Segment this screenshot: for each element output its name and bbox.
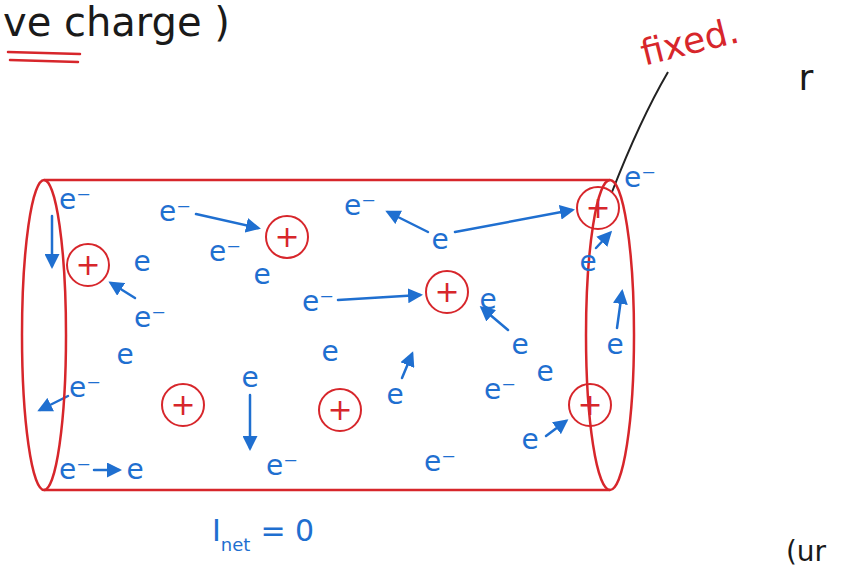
charge-underline bbox=[8, 52, 80, 62]
electron: e bbox=[253, 261, 270, 289]
current-label: Inet = 0 bbox=[212, 516, 314, 554]
electron: e bbox=[606, 331, 623, 359]
electron-arrows bbox=[40, 210, 622, 470]
electron: e⁻ bbox=[134, 304, 166, 332]
electron: e⁻ bbox=[424, 448, 456, 476]
current-text: I bbox=[212, 516, 221, 546]
ion-sign: + bbox=[577, 390, 602, 420]
electron: e bbox=[521, 426, 538, 454]
positive-ion: + bbox=[66, 243, 110, 287]
electron: e⁻ bbox=[266, 452, 298, 480]
positive-ion: + bbox=[318, 388, 362, 432]
ion-sign: + bbox=[75, 250, 100, 280]
electron: e⁻ bbox=[159, 198, 191, 226]
callout-label: fixed. bbox=[637, 13, 742, 72]
wire-cylinder: Inet= 0+++++++ bbox=[22, 180, 635, 490]
electron: e bbox=[479, 286, 496, 314]
electron: e bbox=[126, 456, 143, 484]
electron: e⁻ bbox=[209, 238, 241, 266]
leader-line bbox=[612, 72, 668, 192]
electron: e bbox=[386, 381, 403, 409]
ion-sign: + bbox=[170, 390, 195, 420]
note-text: r bbox=[799, 60, 814, 96]
electron: e⁻ bbox=[69, 374, 101, 402]
positive-ion: + bbox=[161, 383, 205, 427]
electron: e bbox=[116, 341, 133, 369]
electron: e⁻ bbox=[624, 164, 656, 192]
positive-ion: + bbox=[576, 186, 620, 230]
ion-sign: + bbox=[327, 395, 352, 425]
electron: e bbox=[133, 248, 150, 276]
electron: e bbox=[536, 358, 553, 386]
note-text: ve charge ) bbox=[3, 2, 230, 42]
electron: e⁻ bbox=[344, 192, 376, 220]
electron: e bbox=[431, 226, 448, 254]
electron: e⁻ bbox=[484, 376, 516, 404]
electron: e⁻ bbox=[59, 186, 91, 214]
positive-ion: + bbox=[425, 270, 469, 314]
ion-sign: + bbox=[434, 277, 459, 307]
electron: e bbox=[241, 364, 258, 392]
cylinder-outline bbox=[22, 180, 635, 490]
positive-ion: + bbox=[568, 383, 612, 427]
subscript: net bbox=[221, 536, 251, 554]
electron: e bbox=[579, 248, 596, 276]
current-text: = 0 bbox=[260, 516, 314, 546]
note-text: (ur bbox=[786, 538, 826, 566]
electron: e bbox=[511, 331, 528, 359]
electron: e⁻ bbox=[59, 456, 91, 484]
electron: e⁻ bbox=[302, 288, 334, 316]
positive-ion: + bbox=[265, 215, 309, 259]
electron: e bbox=[321, 338, 338, 366]
ion-sign: + bbox=[585, 193, 610, 223]
ion-sign: + bbox=[274, 222, 299, 252]
